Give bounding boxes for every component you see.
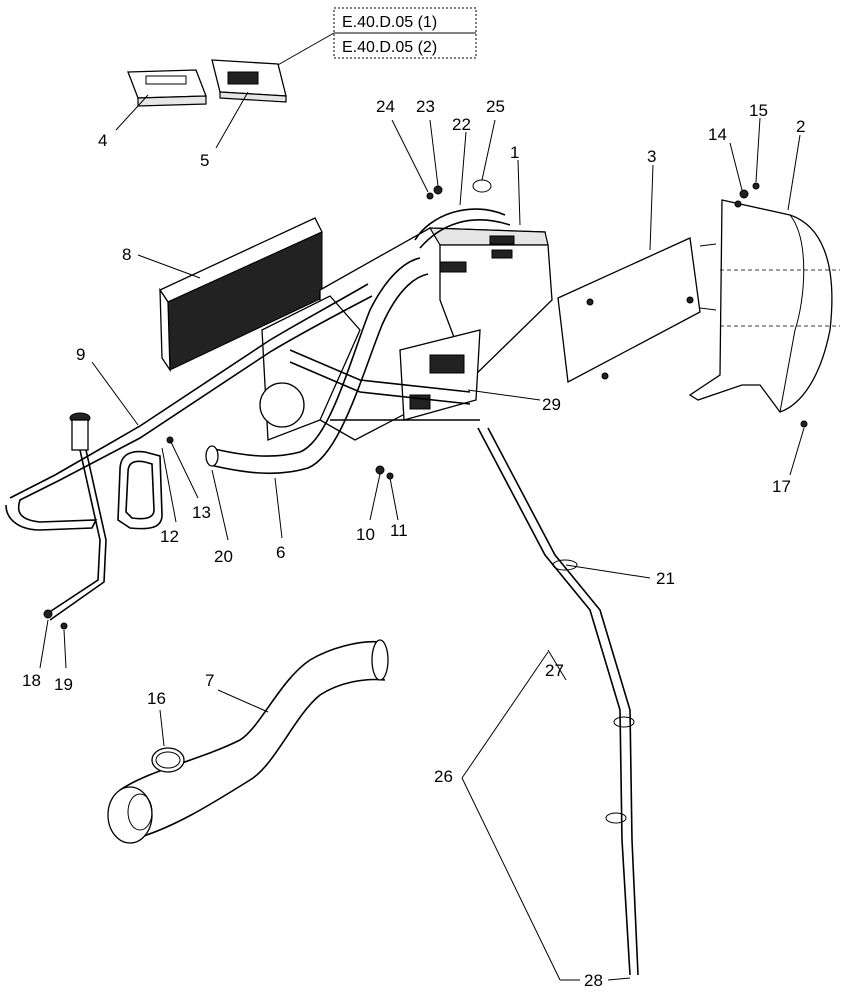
callout-26[interactable]: 26 <box>434 767 453 786</box>
callout-3[interactable]: 3 <box>647 147 656 166</box>
reference-2[interactable]: E.40.D.05 (2) <box>342 39 437 56</box>
callout-28[interactable]: 28 <box>584 971 603 990</box>
callout-18[interactable]: 18 <box>22 671 41 690</box>
drain-tube-27 <box>477 427 639 976</box>
callout-19[interactable]: 19 <box>54 675 73 694</box>
callouts: 1 2 3 4 5 6 7 8 9 10 11 12 13 14 15 16 1… <box>22 97 805 990</box>
reference-1[interactable]: E.40.D.05 (1) <box>342 14 437 31</box>
callout-22[interactable]: 22 <box>452 115 471 134</box>
callout-11[interactable]: 11 <box>390 521 408 540</box>
air-duct-7 <box>107 639 389 844</box>
callout-2[interactable]: 2 <box>796 117 805 136</box>
dipstick <box>44 412 107 621</box>
callout-6[interactable]: 6 <box>276 543 285 562</box>
cover-panel-3 <box>557 237 717 384</box>
callout-20[interactable]: 20 <box>214 547 233 566</box>
reference-box: E.40.D.05 (1) E.40.D.05 (2) <box>275 7 477 67</box>
callout-23[interactable]: 23 <box>416 97 435 116</box>
callout-24[interactable]: 24 <box>376 97 395 116</box>
shroud-2 <box>688 199 840 413</box>
control-panel-5 <box>211 59 287 103</box>
control-panel-4 <box>127 69 207 107</box>
clamp-16 <box>151 747 185 773</box>
callout-21[interactable]: 21 <box>656 569 675 588</box>
hose-9 <box>5 283 373 531</box>
callout-14[interactable]: 14 <box>708 125 727 144</box>
callout-13[interactable]: 13 <box>192 503 211 522</box>
callout-15[interactable]: 15 <box>749 101 768 120</box>
callout-1[interactable]: 1 <box>510 143 519 162</box>
callout-4[interactable]: 4 <box>98 131 107 150</box>
callout-17[interactable]: 17 <box>772 477 791 496</box>
heater-core-8 <box>159 217 323 373</box>
callout-10[interactable]: 10 <box>356 525 375 544</box>
callout-16[interactable]: 16 <box>147 689 166 708</box>
handle-tube-12 <box>117 450 163 530</box>
heater-box-1 <box>259 208 553 441</box>
callout-7[interactable]: 7 <box>205 671 214 690</box>
callout-8[interactable]: 8 <box>122 245 131 264</box>
tube-29 <box>289 349 480 421</box>
callout-25[interactable]: 25 <box>486 97 505 116</box>
hose-6 <box>205 257 429 475</box>
callout-9[interactable]: 9 <box>76 345 85 364</box>
callout-29[interactable]: 29 <box>542 395 561 414</box>
callout-5[interactable]: 5 <box>200 151 209 170</box>
callout-27[interactable]: 27 <box>545 661 564 680</box>
leader-lines <box>39 91 805 981</box>
callout-12[interactable]: 12 <box>160 527 179 546</box>
